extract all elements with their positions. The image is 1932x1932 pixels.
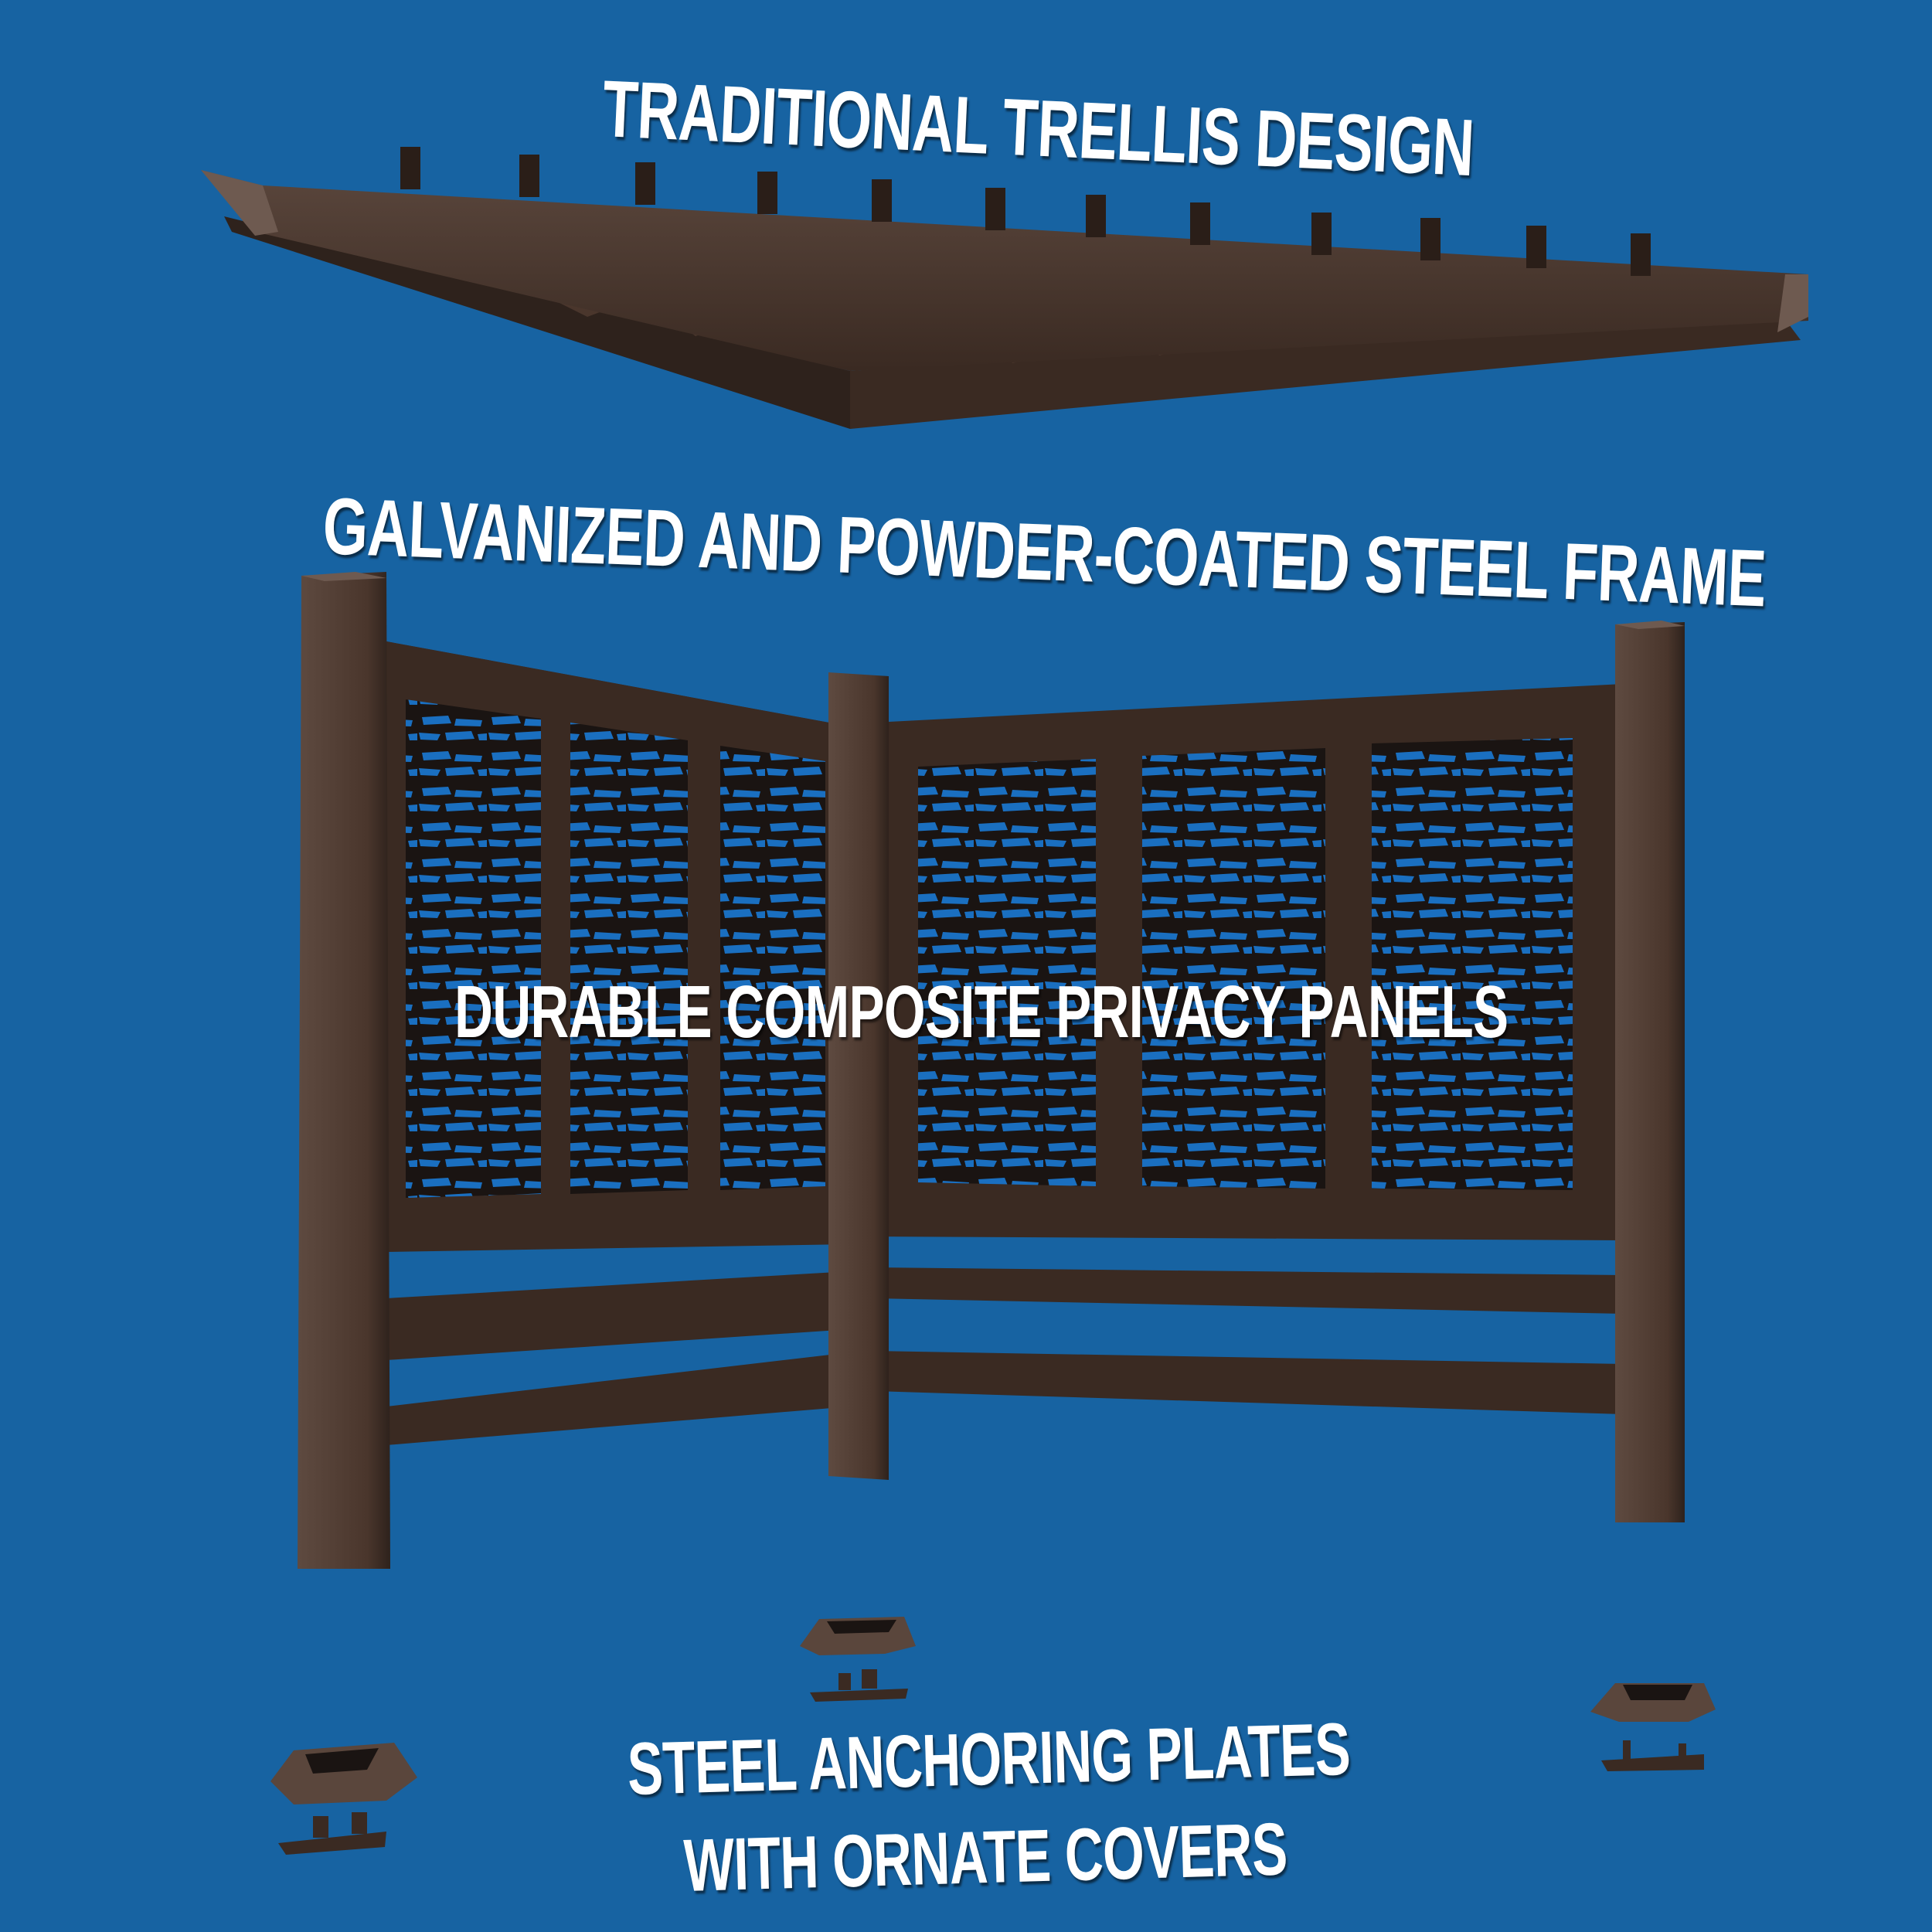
post-center <box>828 672 889 1480</box>
privacy-panel-left-3 <box>720 746 825 1190</box>
anchor-assembly-right <box>1590 1683 1716 1771</box>
privacy-panel-right-3 <box>1372 738 1573 1190</box>
anchor-assembly-left <box>270 1743 417 1855</box>
privacy-panel-right-2 <box>1142 748 1325 1189</box>
callout-anchors-line2-text: WITH ORNATE COVERS <box>682 1808 1288 1907</box>
anchor-assembly-center <box>800 1617 916 1702</box>
callout-panels-text: DURABLE COMPOSITE PRIVACY PANELS <box>454 971 1509 1053</box>
privacy-panel-left-1 <box>406 699 541 1198</box>
post-right <box>1615 622 1685 1522</box>
steel-frame <box>298 572 1685 1569</box>
privacy-panel-right-1 <box>918 759 1096 1186</box>
trellis-rafters <box>400 147 1651 276</box>
privacy-panel-left-2 <box>570 723 688 1194</box>
trellis-roof <box>201 147 1808 429</box>
post-left <box>298 572 390 1569</box>
callout-panels: DURABLE COMPOSITE PRIVACY PANELS <box>454 970 1918 1055</box>
